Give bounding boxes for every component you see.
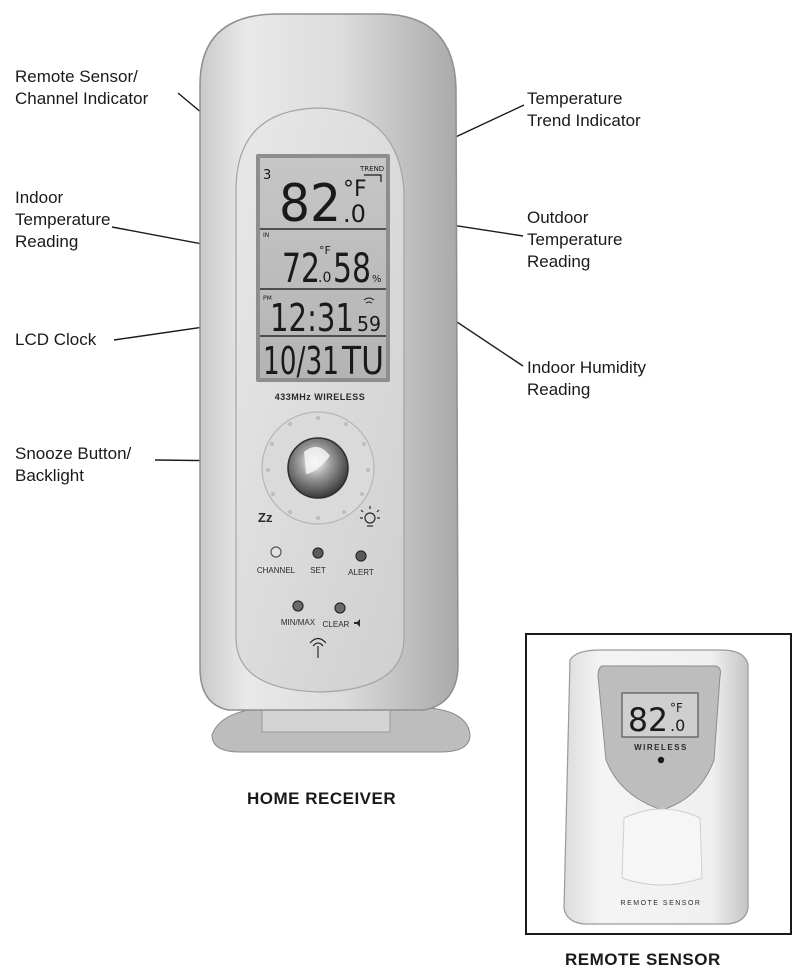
lcd-trend-label: TREND — [359, 165, 384, 173]
lcd-humidity: 58 — [333, 246, 371, 292]
minmax-button-label: MIN/MAX — [281, 618, 316, 627]
callout-outdoor-temperature: Outdoor Temperature Reading — [527, 207, 622, 273]
callout-indoor-humidity: Indoor Humidity Reading — [527, 357, 646, 401]
receiver-lcd — [256, 154, 390, 382]
callout-remote-sensor-channel: Remote Sensor/ Channel Indicator — [15, 66, 148, 110]
set-button-label: SET — [310, 566, 326, 575]
alert-button-label: ALERT — [348, 568, 374, 577]
caption-remote-sensor: REMOTE SENSOR — [565, 950, 721, 969]
lcd-outdoor-decimal: .0 — [343, 200, 366, 228]
channel-button-label: CHANNEL — [257, 566, 296, 575]
callout-line: Outdoor — [527, 208, 589, 227]
radio-signal-icon — [363, 297, 375, 304]
backlight-icon — [360, 506, 380, 527]
speaker-icon — [354, 619, 360, 627]
caption-home-receiver: HOME RECEIVER — [247, 789, 397, 808]
snooze-symbol: Zz — [258, 510, 273, 525]
clear-button-label: CLEAR — [323, 620, 350, 629]
sensor-bottom-label: REMOTE SENSOR — [621, 900, 702, 907]
lcd-humidity-unit: % — [372, 274, 382, 285]
brand-strip: 433MHz WIRELESS — [275, 392, 366, 402]
lcd-weekday: TU — [341, 339, 384, 383]
alert-button[interactable]: ALERT — [348, 550, 374, 577]
sensor-display-temp: 82 — [628, 701, 668, 739]
callout-line: Trend Indicator — [527, 111, 641, 130]
minmax-button[interactable]: MIN/MAX — [281, 600, 316, 627]
lcd-indoor-unit: °F — [319, 244, 331, 257]
remote-sensor-body — [563, 649, 749, 925]
callout-temperature-trend: Temperature Trend Indicator — [527, 88, 641, 132]
callout-line: Reading — [15, 232, 79, 251]
lcd-outdoor-temp: 82 — [279, 174, 341, 234]
callout-line: Indoor Humidity — [527, 358, 647, 377]
lcd-outdoor-unit: °F — [343, 177, 367, 202]
callout-line: LCD Clock — [15, 330, 97, 349]
channel-button[interactable]: CHANNEL — [257, 546, 296, 575]
lcd-date: 10/31 — [263, 339, 339, 383]
callout-line: Channel Indicator — [15, 89, 149, 108]
callout-lcd-clock: LCD Clock — [15, 329, 96, 351]
snooze-backlight-button[interactable] — [287, 437, 349, 499]
lcd-channel-number: 3 — [263, 168, 271, 183]
callout-snooze-backlight: Snooze Button/ Backlight — [15, 443, 131, 487]
set-button[interactable]: SET — [310, 547, 326, 575]
lcd-clock-time: 12:31 — [270, 296, 354, 340]
callout-line: Backlight — [15, 466, 84, 485]
trend-arrow-icon — [364, 174, 382, 182]
callout-line: Temperature — [15, 210, 111, 229]
lcd-pm-label: PM — [263, 295, 272, 302]
sensor-display-unit: °F — [670, 701, 683, 715]
callout-line: Snooze Button/ — [15, 444, 132, 463]
callout-line: Reading — [527, 252, 591, 271]
callout-indoor-temperature: Indoor Temperature Reading — [15, 187, 110, 253]
callout-line: Temperature — [527, 230, 623, 249]
antenna-icon — [309, 637, 327, 658]
callout-line: Indoor — [15, 188, 64, 207]
callout-line: Remote Sensor/ — [15, 67, 138, 86]
lcd-indoor-decimal: .0 — [318, 270, 331, 286]
clear-button[interactable]: CLEAR — [323, 602, 360, 629]
sensor-wireless-label: WIRELESS — [634, 743, 688, 752]
sensor-display-decimal: .0 — [670, 716, 685, 735]
callout-line: Reading — [527, 380, 591, 399]
lcd-clock-seconds: 59 — [357, 312, 381, 336]
lcd-indoor-temp: 72 — [282, 246, 320, 292]
lcd-indoor-label: IN — [263, 232, 269, 239]
callout-line: Temperature — [527, 89, 623, 108]
